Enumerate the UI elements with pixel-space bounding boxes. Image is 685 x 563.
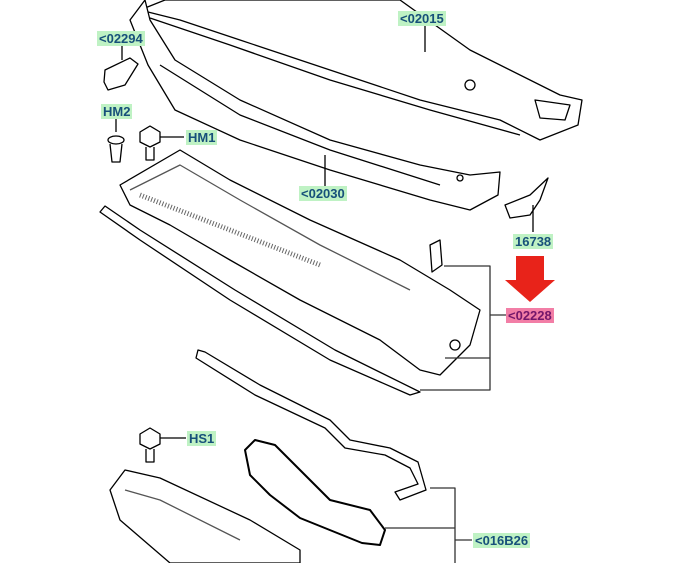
cowl-top-panel [139,0,583,141]
cowl-lower-panel [129,0,501,211]
lower-panel [109,469,301,563]
part-label-016b26[interactable]: <016B26 [473,533,531,548]
clip-02294 [103,57,139,91]
clip [429,239,443,273]
screw-hm2 [107,118,125,163]
seal-strip [99,205,421,396]
screw-hm1 [139,125,184,161]
part-label-16738[interactable]: 16738 [513,234,554,249]
part-label-02015[interactable]: <02015 [398,11,446,26]
part-label-02228[interactable]: <02228 [506,308,554,323]
part-label-hs1[interactable]: HS1 [187,431,217,446]
bracket-16738 [504,177,549,219]
lower-seal-strip [195,349,427,501]
part-label-02294[interactable]: <02294 [97,31,145,46]
screw-hs1 [139,427,186,463]
highlight-arrow-icon [505,256,555,302]
part-label-hm2[interactable]: HM2 [101,104,133,119]
part-label-hm1[interactable]: HM1 [186,130,218,145]
cowl-grille-02228 [119,149,481,376]
gasket-016b26 [244,439,386,546]
part-label-02030[interactable]: <02030 [299,186,347,201]
